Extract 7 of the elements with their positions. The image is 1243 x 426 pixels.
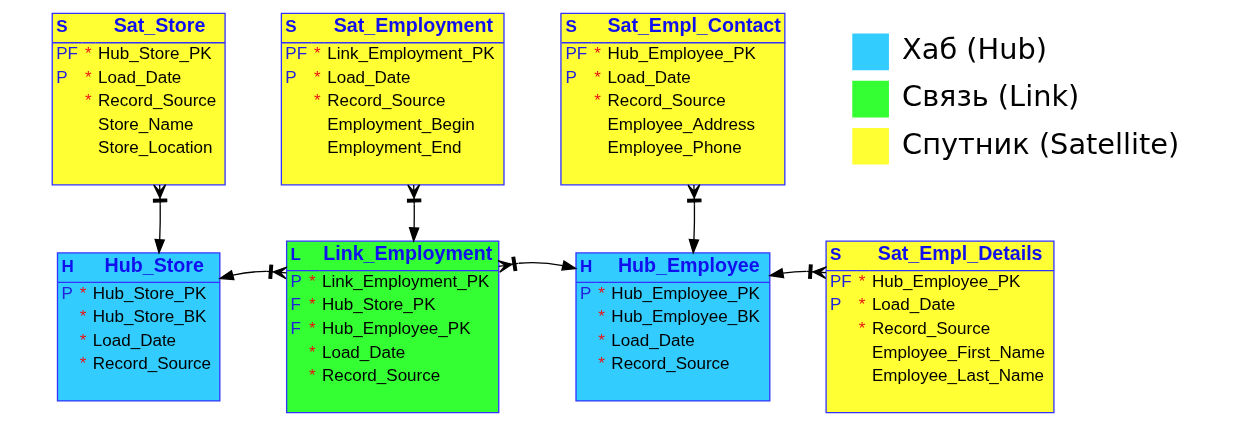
legend-label: Хаб (Hub) <box>902 32 1047 67</box>
arrow <box>687 184 702 255</box>
arrow <box>497 256 578 273</box>
arrow <box>218 264 288 281</box>
legend-label: Спутник (Satellite) <box>902 126 1180 161</box>
arrow <box>767 264 828 280</box>
legend-label: Связь (Link) <box>902 79 1080 114</box>
